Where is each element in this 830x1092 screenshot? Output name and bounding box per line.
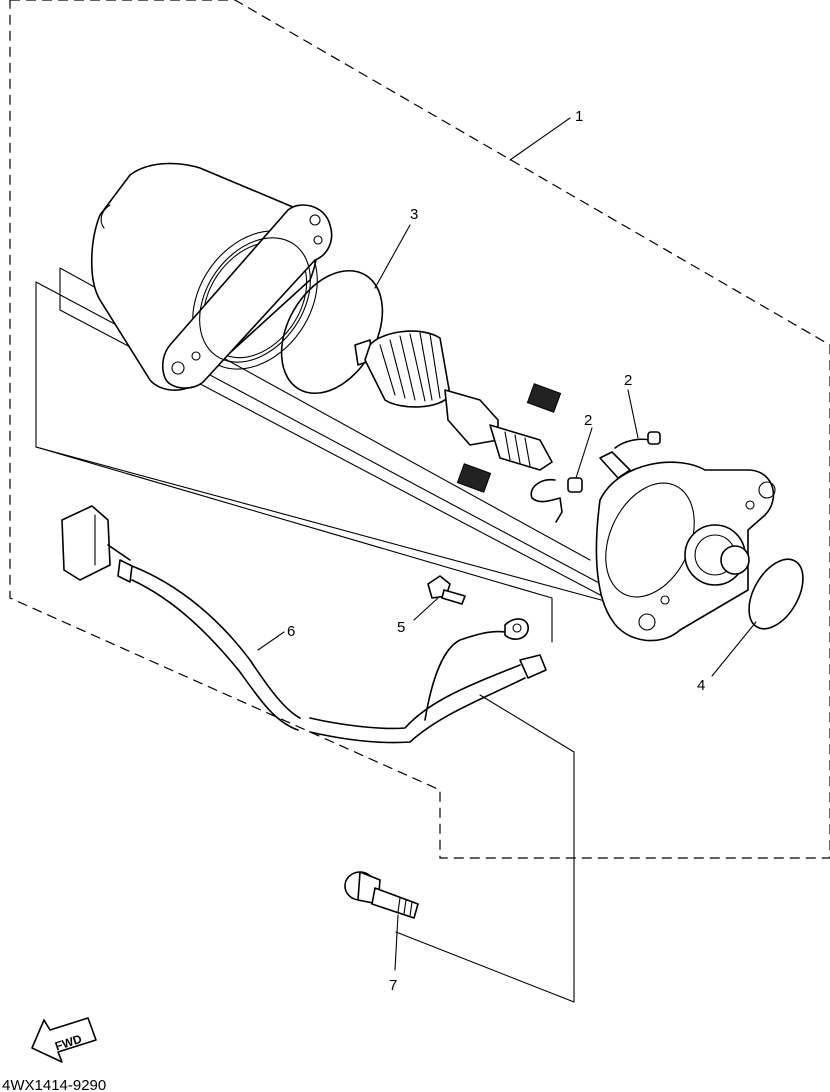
callout-1: 1 xyxy=(575,108,583,125)
leader-1 xyxy=(509,117,571,161)
bolt-7 xyxy=(344,871,419,919)
brush-holder-right xyxy=(599,431,661,479)
leader-6 xyxy=(257,631,285,651)
leader-7 xyxy=(394,914,399,971)
leader-4 xyxy=(711,621,757,677)
fwd-arrow-icon: FWD xyxy=(31,1017,97,1063)
leader-3 xyxy=(374,224,411,289)
fwd-label: FWD xyxy=(53,1032,84,1054)
callout-7: 7 xyxy=(389,977,397,994)
lead-wire xyxy=(61,505,547,744)
callout-4: 4 xyxy=(697,677,705,694)
starter-yoke xyxy=(90,162,333,391)
leader-5 xyxy=(413,597,439,621)
callout-6: 6 xyxy=(287,623,295,640)
callout-3: 3 xyxy=(410,206,418,223)
wire-axis-box xyxy=(35,446,575,1003)
o-ring-4 xyxy=(748,558,804,630)
screw-5 xyxy=(427,575,466,605)
armature xyxy=(354,330,553,471)
callout-2-left: 2 xyxy=(584,412,592,429)
brush-spring-lower xyxy=(456,463,492,493)
leader-2b xyxy=(627,389,639,439)
leader-2a xyxy=(575,427,593,479)
callout-2-right: 2 xyxy=(624,372,632,389)
brush-spring-upper xyxy=(526,383,562,413)
drawing-code: 4WX1414-9290 xyxy=(2,1077,106,1092)
assembly-boundary xyxy=(9,0,830,859)
front-cover xyxy=(595,461,776,642)
callout-5: 5 xyxy=(397,619,405,636)
brush-holder-left xyxy=(530,477,583,523)
